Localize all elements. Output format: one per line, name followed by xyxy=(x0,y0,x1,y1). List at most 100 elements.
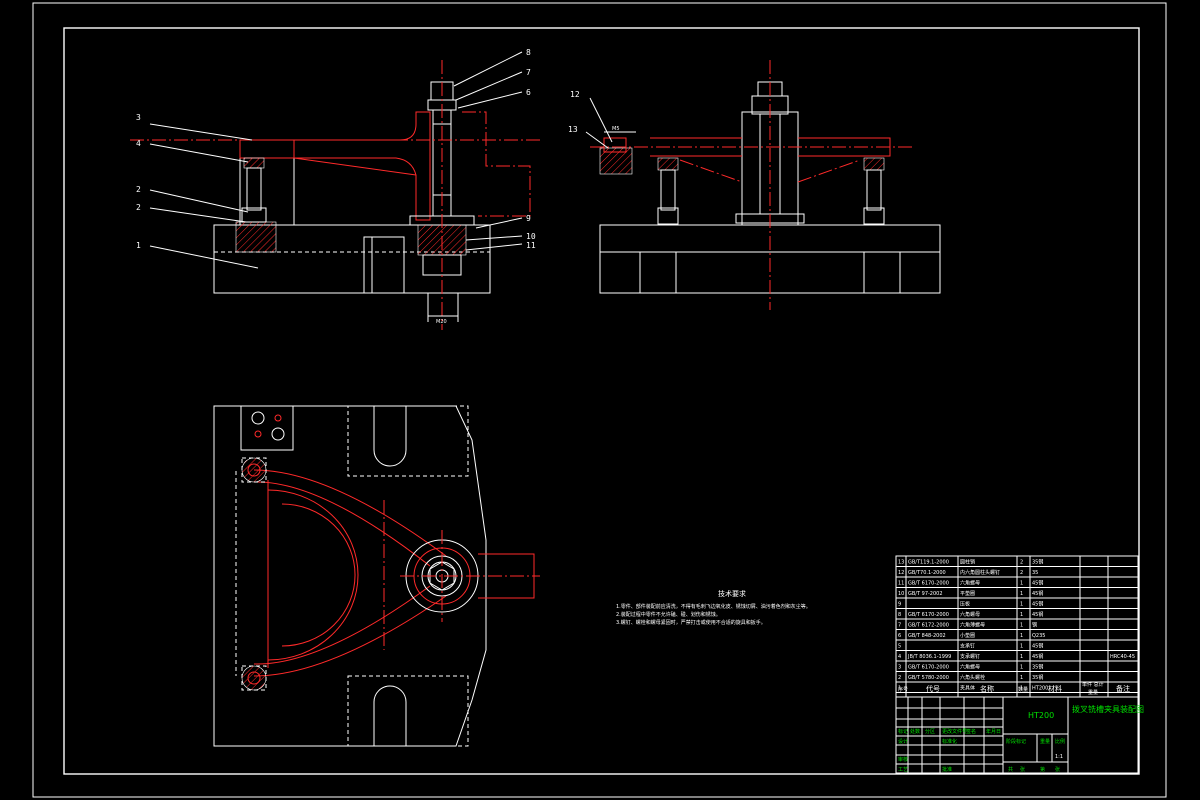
bom-cell-qty: 1 xyxy=(1020,623,1023,629)
bom-cell-code: GB/T 848-2002 xyxy=(908,633,946,639)
bom-cell-qty: 1 xyxy=(1020,675,1023,681)
bom-cell-name: 六角螺母 xyxy=(960,611,980,618)
bom-cell-name: 支承钉 xyxy=(960,643,975,650)
balloon-8: 8 xyxy=(526,48,531,57)
side-view xyxy=(585,60,941,310)
tb-stage: 阶段标记 xyxy=(1006,738,1026,745)
balloon-7: 7 xyxy=(526,68,531,77)
bom-cell-mat: 45钢 xyxy=(1032,601,1043,608)
bom-cell-mat: 35钢 xyxy=(1032,664,1043,671)
bom-cell-mat: HT200 xyxy=(1032,686,1048,692)
top-view xyxy=(213,405,540,747)
tb-process: 工艺 xyxy=(898,767,908,773)
bom-header-mat: 材料 xyxy=(1048,684,1062,693)
tb-sheet-unit2: 张 xyxy=(1055,766,1060,773)
bom-cell-no: 4 xyxy=(898,654,901,660)
bom-cell-mat: 35钢 xyxy=(1032,674,1043,681)
balloon-10: 10 xyxy=(526,232,536,241)
bom-cell-name: 六角螺母 xyxy=(960,580,980,587)
bom-cell-name: 夹具体 xyxy=(960,685,975,692)
bom-cell-note: HRC40-45 xyxy=(1110,654,1135,660)
tech-note-2: 2.装配过程中零件不允许磕、碰、划伤和锈蚀。 xyxy=(616,611,721,618)
bom-cell-code: GB/T 6170-2000 xyxy=(908,581,949,587)
tb-label-date: 年月日 xyxy=(986,728,1001,735)
bom-cell-no: 1 xyxy=(898,686,901,692)
bom-cell-mat: 45钢 xyxy=(1032,643,1043,650)
tb-scale-value: 1:1 xyxy=(1055,754,1063,760)
bom-cell-no: 8 xyxy=(898,612,901,618)
outer-border xyxy=(32,2,1167,798)
bom-header-no: 序号 xyxy=(898,686,908,693)
bom-header-name: 名称 xyxy=(980,684,994,693)
tb-label-change: 更改文件号 xyxy=(942,728,967,735)
bom-cell-code: GB/T70.1-2000 xyxy=(908,570,946,576)
bom-cell-code: JB/T 8036.1-1999 xyxy=(907,654,951,660)
balloon-12: 12 xyxy=(570,90,580,99)
bom-cell-name: 压板 xyxy=(960,601,970,608)
bom-cell-name: 圆柱销 xyxy=(960,559,975,566)
title-block xyxy=(895,696,1139,774)
bom-cell-qty: 1 xyxy=(1020,644,1023,650)
tb-approve: 批准 xyxy=(942,766,952,773)
tb-standard: 标准化 xyxy=(942,738,957,745)
bom-cell-no: 12 xyxy=(898,570,904,576)
bom-cell-code: GB/T 6170-2000 xyxy=(908,665,949,671)
bom-cell-no: 9 xyxy=(898,602,901,608)
dimension-m20: M20 xyxy=(436,319,447,325)
bom-cell-mat: 钢 xyxy=(1032,622,1037,629)
bom-cell-qty: 1 xyxy=(1020,602,1023,608)
balloon-1: 1 xyxy=(136,241,141,250)
tech-title: 技术要求 xyxy=(718,589,746,598)
tb-design: 设计 xyxy=(898,738,908,745)
bom-cell-qty: 1 xyxy=(1020,654,1023,660)
bom-cell-code: GB/T 6170-2000 xyxy=(908,612,949,618)
bom-cell-no: 3 xyxy=(898,665,901,671)
bom-cell-name: 内六角圆柱头螺钉 xyxy=(960,569,1000,576)
bom-cell-code: GB/T 6172-2000 xyxy=(908,623,949,629)
bom-header-weight: 单件 总计 xyxy=(1082,681,1104,688)
balloon-6b: 6 xyxy=(526,88,531,97)
balloon-11: 11 xyxy=(526,241,536,250)
tb-review: 审核 xyxy=(898,756,908,763)
bom-cell-name: 六角薄螺母 xyxy=(960,622,985,629)
bom-cell-mat: 45钢 xyxy=(1032,611,1043,618)
tb-weight: 重量 xyxy=(1040,738,1050,745)
bom-cell-mat: 45钢 xyxy=(1032,590,1043,597)
bom-cell-qty: 1 xyxy=(1020,665,1023,671)
tb-material: HT200 xyxy=(1028,711,1054,720)
tb-label-sign: 签名 xyxy=(966,728,976,735)
balloon-9: 9 xyxy=(526,214,531,223)
tech-note-3: 3.螺钉、螺栓和螺母紧固时，严禁打击或使用不合适的旋具和扳手。 xyxy=(616,619,766,626)
inner-border xyxy=(63,27,1140,775)
front-view: M20 xyxy=(130,51,540,330)
tech-note-1: 1.零件、部件装配前应清洗，不得有毛刺飞边氧化皮、锈蚀切屑、油污着色剂和灰尘等。 xyxy=(616,603,811,610)
balloon-6: 3 xyxy=(136,113,141,122)
bom-cell-no: 13 xyxy=(898,560,904,566)
bom-cell-qty: 1 xyxy=(1020,633,1023,639)
bom-cell-no: 7 xyxy=(898,623,901,629)
tb-label-zone: 分区 xyxy=(925,728,935,735)
bom-cell-name: 支承螺钉 xyxy=(960,653,980,660)
bom-cell-qty: 1 xyxy=(1020,581,1023,587)
balloon-13: 13 xyxy=(568,125,578,134)
bom-cell-qty: 1 xyxy=(1020,591,1023,597)
bom-cell-name: 小垫圈 xyxy=(960,632,975,639)
balloon-3: 2 xyxy=(136,185,141,194)
tb-sheet-unit: 张 xyxy=(1020,766,1025,773)
bom-cell-qty: 2 xyxy=(1020,570,1023,576)
bom-cell-code: GB/T 5780-2000 xyxy=(908,675,949,681)
bom-cell-code: GB/T119.1-2000 xyxy=(908,560,949,566)
tb-title: 拨叉铣槽夹具装配图 xyxy=(1072,704,1144,714)
tb-sheet-no: 第 xyxy=(1040,766,1045,773)
tb-label-mark: 标记 xyxy=(898,728,908,735)
tb-label-count: 处数 xyxy=(910,728,920,735)
bom-cell-name: 六角头螺栓 xyxy=(960,674,985,681)
bom-header-note: 备注 xyxy=(1116,684,1130,693)
bom-cell-mat: 35 xyxy=(1032,570,1038,576)
bom-cell-no: 6 xyxy=(898,633,901,639)
bom-cell-name: 平垫圈 xyxy=(960,590,975,597)
balloon-4: 4 xyxy=(136,139,141,148)
tb-scale: 比例 xyxy=(1055,738,1065,745)
bom-cell-no: 10 xyxy=(898,591,904,597)
